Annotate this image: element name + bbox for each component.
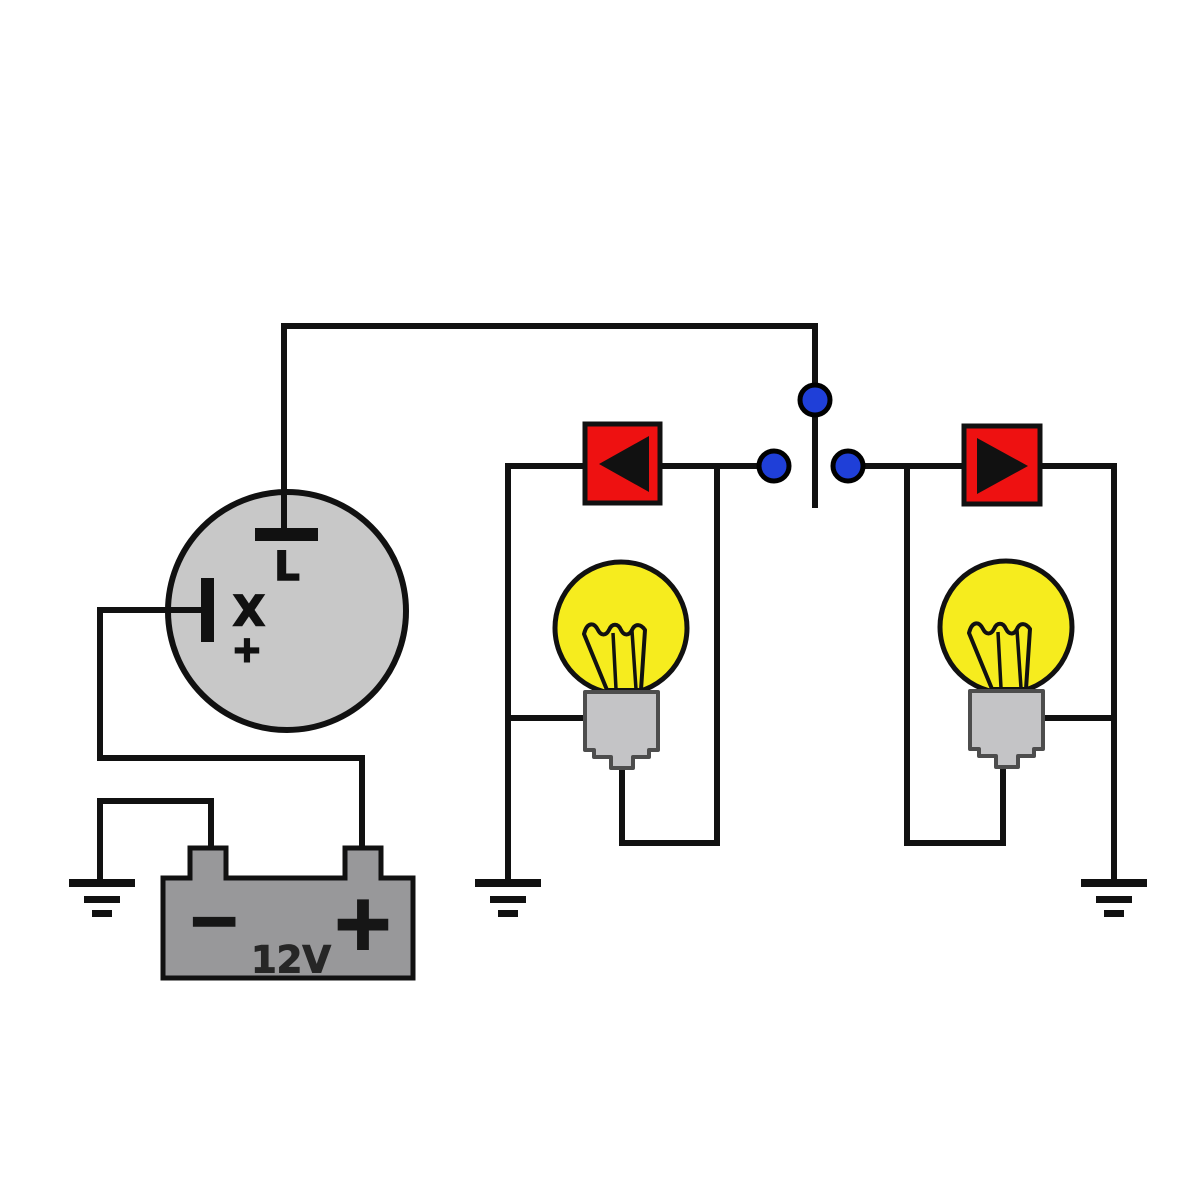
- relay-polarity-plus-label: +: [232, 630, 262, 671]
- ground-bar-short: [92, 910, 112, 917]
- battery-negative-label: −: [187, 884, 241, 958]
- relay-terminal-x-bar: [201, 578, 214, 642]
- wire-relay-x-to-battery-positive: [97, 607, 365, 854]
- switch-left-contact-dot-icon: [756, 448, 792, 484]
- right-bulb-filament: [967, 621, 1032, 691]
- ground-bar-mid: [84, 896, 120, 903]
- turn-signal-switch: [756, 382, 866, 484]
- left-bulb-base: [583, 690, 660, 770]
- left-light-bulb-icon: [552, 559, 690, 770]
- relay-terminal-x-label: X: [233, 587, 265, 636]
- switch-common-dot-icon: [797, 382, 833, 418]
- ground-bar-long: [475, 879, 541, 887]
- wire-switch-to-right-circuit: [842, 463, 1117, 881]
- ground-icon-right-lamp: [1081, 879, 1147, 917]
- relay-terminal-l-bar: [255, 528, 318, 541]
- ground-bar-long: [1081, 879, 1147, 887]
- right-turn-indicator: [961, 423, 1043, 507]
- left-bulb-filament-pleats: [611, 630, 638, 690]
- ground-bar-long: [69, 879, 135, 887]
- ground-bar-short: [498, 910, 518, 917]
- right-light-bulb-icon: [937, 558, 1075, 769]
- ground-bar-short: [1104, 910, 1124, 917]
- left-arrow-icon: [599, 436, 649, 492]
- right-bulb-filament-pleats: [996, 629, 1023, 689]
- battery-positive-label: +: [331, 878, 395, 967]
- wire-battery-negative-to-ground: [97, 798, 214, 881]
- wire-switch-to-left-circuit: [505, 463, 774, 881]
- switch-right-contact-dot-icon: [830, 448, 866, 484]
- battery-body: [160, 845, 416, 981]
- wire-left-bulb-bottom-contact: [619, 466, 720, 846]
- right-bulb-base: [968, 689, 1045, 769]
- ground-bar-mid: [490, 896, 526, 903]
- left-turn-indicator: [582, 421, 663, 506]
- left-bulb-filament: [582, 622, 647, 692]
- wire-relay-l-to-switch: [281, 323, 818, 540]
- battery-voltage-label: 12V: [251, 939, 331, 982]
- wire-right-bulb-bottom-contact: [904, 466, 1006, 846]
- ground-icon-left-lamp: [475, 879, 541, 917]
- ground-bar-mid: [1096, 896, 1132, 903]
- right-arrow-icon: [977, 438, 1028, 494]
- ground-icon-battery: [69, 879, 135, 917]
- relay-terminal-l-label: L: [274, 544, 300, 590]
